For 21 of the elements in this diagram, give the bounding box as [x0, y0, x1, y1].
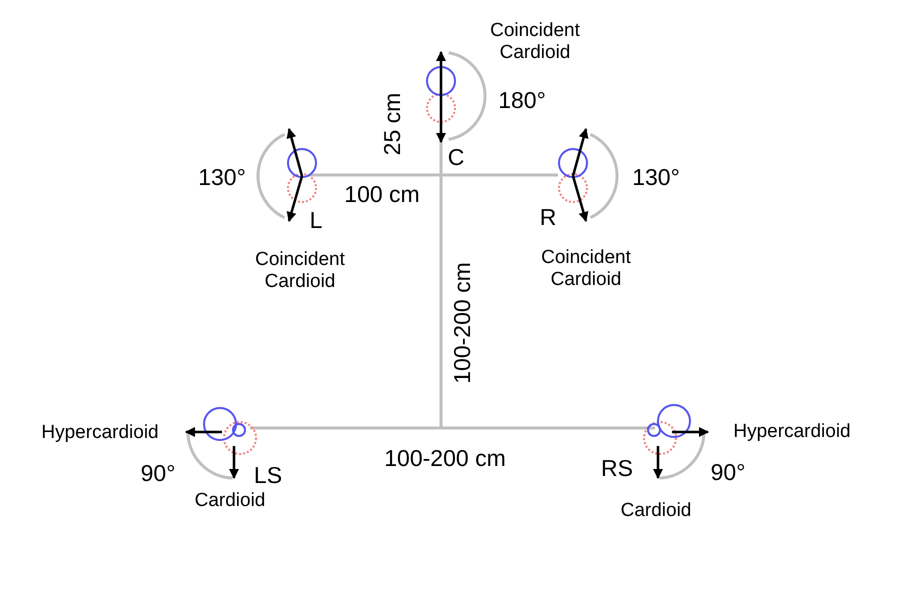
- angle-label: 130°: [198, 164, 246, 190]
- dimension-label: 100 cm: [344, 180, 420, 208]
- pattern-label: Coincident Cardioid: [254, 249, 346, 293]
- angle-label: 90°: [710, 458, 746, 486]
- dimension-label: 100-200 cm: [448, 262, 476, 384]
- angle-label: 90°: [140, 460, 176, 486]
- pattern-label: Coincident Cardioid: [540, 247, 632, 291]
- angle-label: 130°: [632, 164, 680, 190]
- dimension-label: 100-200 cm: [384, 444, 506, 472]
- pattern-label: Cardioid: [620, 500, 692, 522]
- dimension-label: 25 cm: [378, 92, 406, 156]
- channel-label: RS: [601, 454, 633, 482]
- pattern-label: Cardioid: [194, 490, 266, 512]
- channel-label: R: [540, 204, 556, 230]
- pattern-label: Hypercardioid: [733, 421, 851, 443]
- channel-label: LS: [254, 462, 282, 488]
- pattern-label: Hypercardioid: [41, 422, 159, 444]
- channel-label: L: [310, 206, 322, 234]
- channel-label: C: [448, 144, 464, 170]
- pattern-label: Coincident Cardioid: [489, 20, 581, 64]
- angle-label: 180°: [498, 86, 546, 114]
